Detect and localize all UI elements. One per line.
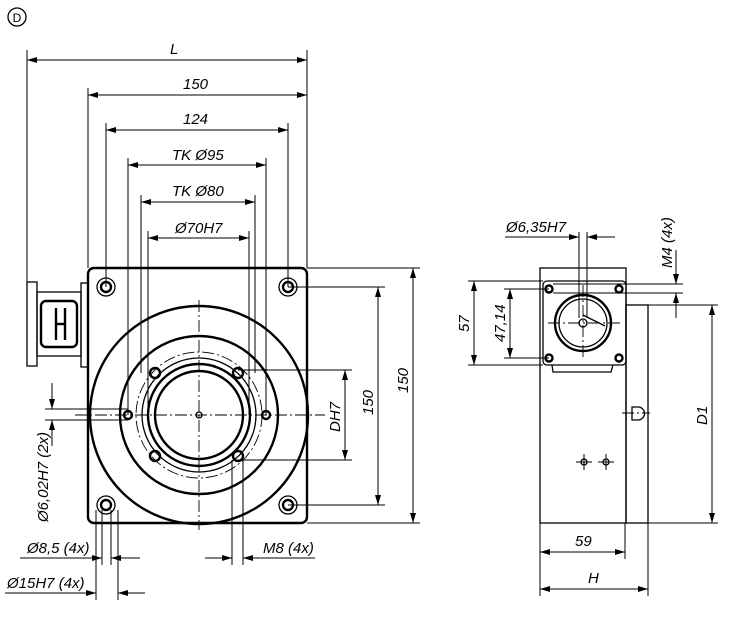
threaded-holes [122,366,272,463]
dim-70h7-label: Ø70H7 [174,220,223,237]
dim-tk80-label: TK Ø80 [172,183,224,200]
dim-150-height-label: 150 [395,367,412,393]
dim-dh7-label: DH7 [327,401,344,432]
side-view: Ø6,35H7 M4 (4x) 57 47,14 D1 59 H [456,217,718,596]
dim-tk95-label: TK Ø95 [172,147,224,164]
view-label-badge: D [7,7,27,27]
view-label: D [13,11,22,25]
dim-124-label: 124 [183,111,208,128]
dim-4714-label: 47,14 [492,304,509,342]
connector [26,281,89,368]
dim-m8-label: M8 (4x) [263,540,314,557]
dim-15h7-label: Ø15H7 (4x) [6,575,85,592]
side-plate [625,304,649,524]
dim-m4-label: M4 (4x) [659,217,676,268]
dim-150-width-label: 150 [183,76,209,93]
bolt-holes [96,277,298,515]
dim-59-label: 59 [575,533,592,550]
dim-635h7-label: Ø6,35H7 [505,219,567,236]
motor-flange [542,280,627,366]
dim-l-label: L [170,41,178,58]
dim-57-label: 57 [456,315,473,332]
dim-602h7-label: Ø6,02H7 (2x) [35,432,52,523]
dim-d1-label: D1 [694,406,711,425]
dim-150-inner-label: 150 [360,389,377,415]
dim-h-label: H [588,570,599,587]
dim-85-label: Ø8,5 (4x) [26,540,90,557]
front-view: L 150 124 TK Ø95 TK Ø80 Ø70H7 DH7 150 15… [5,41,420,600]
